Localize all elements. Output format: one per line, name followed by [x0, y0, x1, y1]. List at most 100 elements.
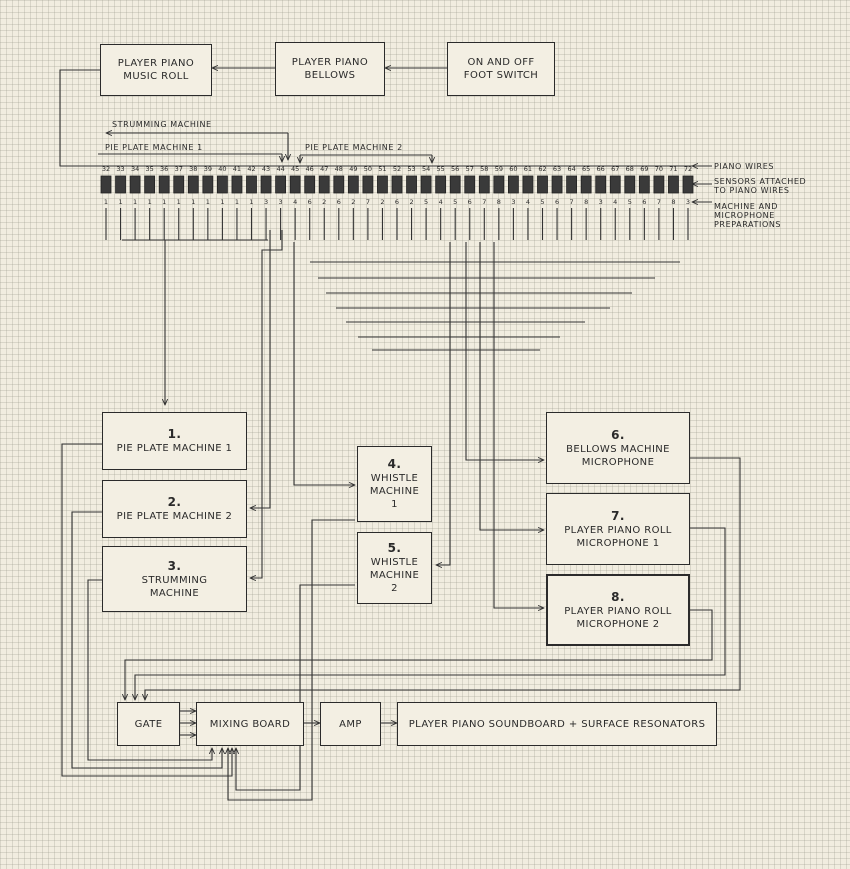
preparation-number: 1: [118, 198, 122, 206]
amp-label: Amp: [339, 718, 362, 730]
piano-wire-number: 51: [378, 165, 386, 173]
wire-sensor: [609, 175, 621, 194]
machine-8-number: 8.: [611, 589, 625, 604]
wire-sensor: [158, 175, 170, 194]
preparations-label: Machine and microphone preparations: [714, 202, 782, 229]
wire-sensor: [653, 175, 665, 194]
machine-6-label: Bellows Machine Microphone: [566, 443, 670, 468]
machine-1-label: Pie Plate Machine 1: [116, 443, 233, 454]
preparation-number: 8: [671, 198, 675, 206]
preparation-number: 5: [540, 198, 544, 206]
pie-plate-1-strip-label: Pie Plate Machine 1: [105, 143, 203, 152]
piano-wire-number: 36: [160, 165, 168, 173]
wire-sensor: [144, 175, 156, 194]
soundboard-label: Player Piano Soundboard + Surface Resona…: [408, 718, 706, 730]
machine-7-number: 7.: [611, 508, 625, 523]
machine-5-label: Whistle Machine 2: [369, 557, 420, 594]
piano-wire-number: 64: [567, 165, 575, 173]
machine-1-number: 1.: [167, 427, 182, 441]
piano-wire-number: 71: [669, 165, 677, 173]
preparation-number: 4: [613, 198, 617, 206]
wire-sensor: [435, 175, 447, 194]
piano-wire-number: 69: [640, 165, 648, 173]
preparation-number: 6: [468, 198, 472, 206]
machine-4-number: 4.: [387, 457, 402, 471]
wire-sensor: [493, 175, 505, 194]
preparation-number: 3: [599, 198, 603, 206]
piano-wire-number: 34: [131, 165, 139, 173]
wire-sensor: [406, 175, 417, 194]
wire-sensor: [289, 175, 301, 194]
preparation-number: 2: [380, 198, 384, 206]
piano-wire-number: 45: [291, 165, 299, 173]
piano-wire-number: 38: [189, 165, 197, 173]
wire-sensor: [318, 175, 330, 194]
piano-wire-number: 66: [597, 165, 605, 173]
wire-sensor: [682, 175, 694, 194]
preparation-number: 4: [439, 198, 443, 206]
bellows-label: Player Piano Bellows: [291, 57, 369, 81]
preparation-number: 5: [628, 198, 632, 206]
piano-wire-number: 41: [233, 165, 241, 173]
machine-7-label: Player Piano Roll Microphone 1: [564, 524, 672, 549]
wire-sensor: [260, 175, 272, 194]
piano-wire-number: 57: [466, 165, 474, 173]
preparation-number: 6: [308, 198, 312, 206]
preparation-number: 5: [453, 198, 457, 206]
wire-sensor: [231, 175, 243, 194]
piano-wire-number: 56: [451, 165, 459, 173]
piano-wire-number: 61: [524, 165, 532, 173]
piano-wire-number: 55: [437, 165, 445, 173]
preparation-number: 1: [133, 198, 137, 206]
wire-sensor: [668, 175, 679, 194]
preparation-number: 7: [366, 198, 370, 206]
wire-sensor: [507, 175, 519, 194]
wire-sensor: [216, 175, 228, 194]
pie-plate-machine-2-box: 2.Pie Plate Machine 2: [102, 480, 247, 538]
piano-wire-number: 48: [335, 165, 343, 173]
piano-wire-number: 49: [349, 165, 357, 173]
preparation-number: 3: [279, 198, 283, 206]
machine-3-number: 3.: [167, 558, 182, 573]
preparation-number: 1: [148, 198, 152, 206]
piano-wire-number: 32: [102, 165, 110, 173]
preparation-number: 3: [264, 198, 268, 206]
piano-wire-number: 58: [480, 165, 488, 173]
pie-plate-2-strip-label: Pie Plate Machine 2: [305, 143, 403, 152]
machine-3-label: Strumming Machine: [141, 574, 208, 599]
wire-sensor: [362, 175, 374, 194]
preparation-number: 4: [526, 198, 530, 206]
player-piano-roll-microphone-1-box: 7.Player Piano Roll Microphone 1: [546, 493, 690, 565]
mixing-board-box: Mixing Board: [196, 702, 304, 746]
piano-wire-number: 44: [276, 165, 284, 173]
wire-sensor: [537, 175, 548, 194]
piano-wire-number: 40: [218, 165, 226, 173]
preparation-number: 2: [409, 198, 413, 206]
wire-sensor: [246, 175, 257, 194]
wire-sensor: [347, 175, 359, 194]
preparation-number: 1: [191, 198, 195, 206]
wire-sensor: [580, 175, 592, 194]
piano-wire-number: 65: [582, 165, 590, 173]
piano-wire-number: 67: [611, 165, 619, 173]
soundboard-resonators-box: Player Piano Soundboard + Surface Resona…: [397, 702, 717, 746]
preparation-number: 1: [206, 198, 210, 206]
piano-wire-number: 33: [116, 165, 124, 173]
preparation-number: 6: [337, 198, 341, 206]
piano-wire-number: 53: [407, 165, 415, 173]
machine-8-label: Player Piano Roll Microphone 2: [564, 605, 672, 630]
piano-wire-number: 59: [495, 165, 503, 173]
machine-5-number: 5.: [387, 541, 402, 555]
preparation-number: 7: [482, 198, 486, 206]
amp-box: Amp: [320, 702, 381, 746]
piano-wire-number: 68: [626, 165, 634, 173]
preparation-number: 1: [220, 198, 224, 206]
piano-wire-number: 52: [393, 165, 401, 173]
piano-wire-number: 46: [306, 165, 314, 173]
piano-wires-label: Piano Wires: [714, 162, 775, 171]
wire-sensor: [464, 175, 476, 194]
wire-sensor: [115, 175, 126, 194]
player-piano-roll-microphone-2-box: 8.Player Piano Roll Microphone 2: [546, 574, 690, 646]
wire-sensor: [624, 175, 636, 194]
